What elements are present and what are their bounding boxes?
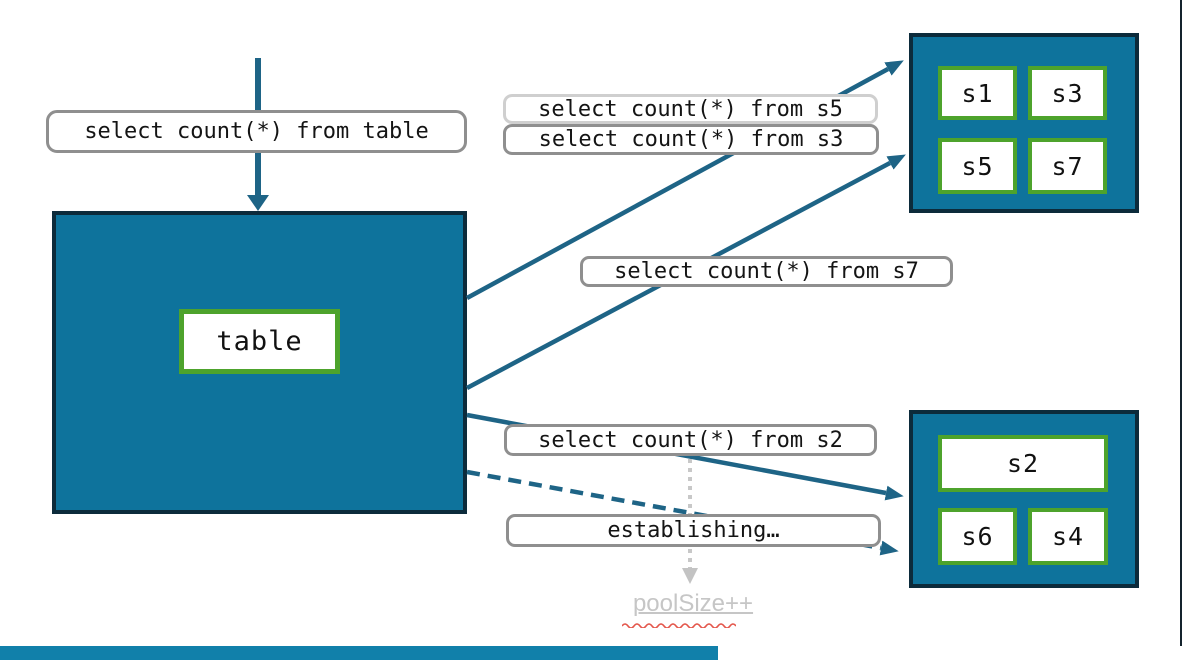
shard-label-s4: s4 (1051, 522, 1085, 551)
shard-cell-s3: s3 (1028, 66, 1107, 120)
query-label-s2: select count(*) from s2 (504, 424, 877, 456)
shard-cell-s4: s4 (1028, 508, 1108, 565)
query-label-s3: select count(*) from s3 (503, 124, 879, 155)
shard-label-s1: s1 (961, 78, 994, 108)
query-text-table: select count(*) from table (84, 119, 429, 144)
shard-cell-s6: s6 (938, 508, 1017, 565)
shard-cell-s5: s5 (938, 138, 1017, 194)
slide-bottom-bar (0, 646, 718, 660)
query-text-establishing: establishing… (607, 518, 780, 543)
table-label: table (216, 326, 303, 357)
shard-cell-s2: s2 (938, 435, 1108, 492)
shard-cell-s1: s1 (938, 66, 1017, 120)
table-label-box: table (179, 309, 340, 374)
query-text-s7: select count(*) from s7 (614, 259, 919, 284)
shard-label-s6: s6 (961, 522, 994, 551)
spellcheck-squiggle-icon (622, 623, 736, 628)
query-label-establishing: establishing… (506, 514, 881, 547)
query-label-s5: select count(*) from s5 (503, 94, 878, 124)
shard-cell-s7: s7 (1028, 138, 1107, 194)
pool-size-note: poolSize++ (616, 590, 770, 628)
query-label-table: select count(*) from table (46, 110, 467, 153)
query-text-s3: select count(*) from s3 (538, 127, 844, 152)
query-text-s2: select count(*) from s2 (538, 427, 843, 453)
shard-label-s7: s7 (1051, 151, 1084, 181)
shard-label-s3: s3 (1051, 78, 1084, 108)
pool-size-text: poolSize++ (632, 590, 754, 617)
query-label-s7: select count(*) from s7 (580, 256, 953, 287)
query-text-s5: select count(*) from s5 (538, 96, 843, 122)
shard-label-s5: s5 (961, 151, 994, 181)
shard-label-s2: s2 (1006, 449, 1040, 478)
slide-right-edge-line (1180, 0, 1182, 646)
